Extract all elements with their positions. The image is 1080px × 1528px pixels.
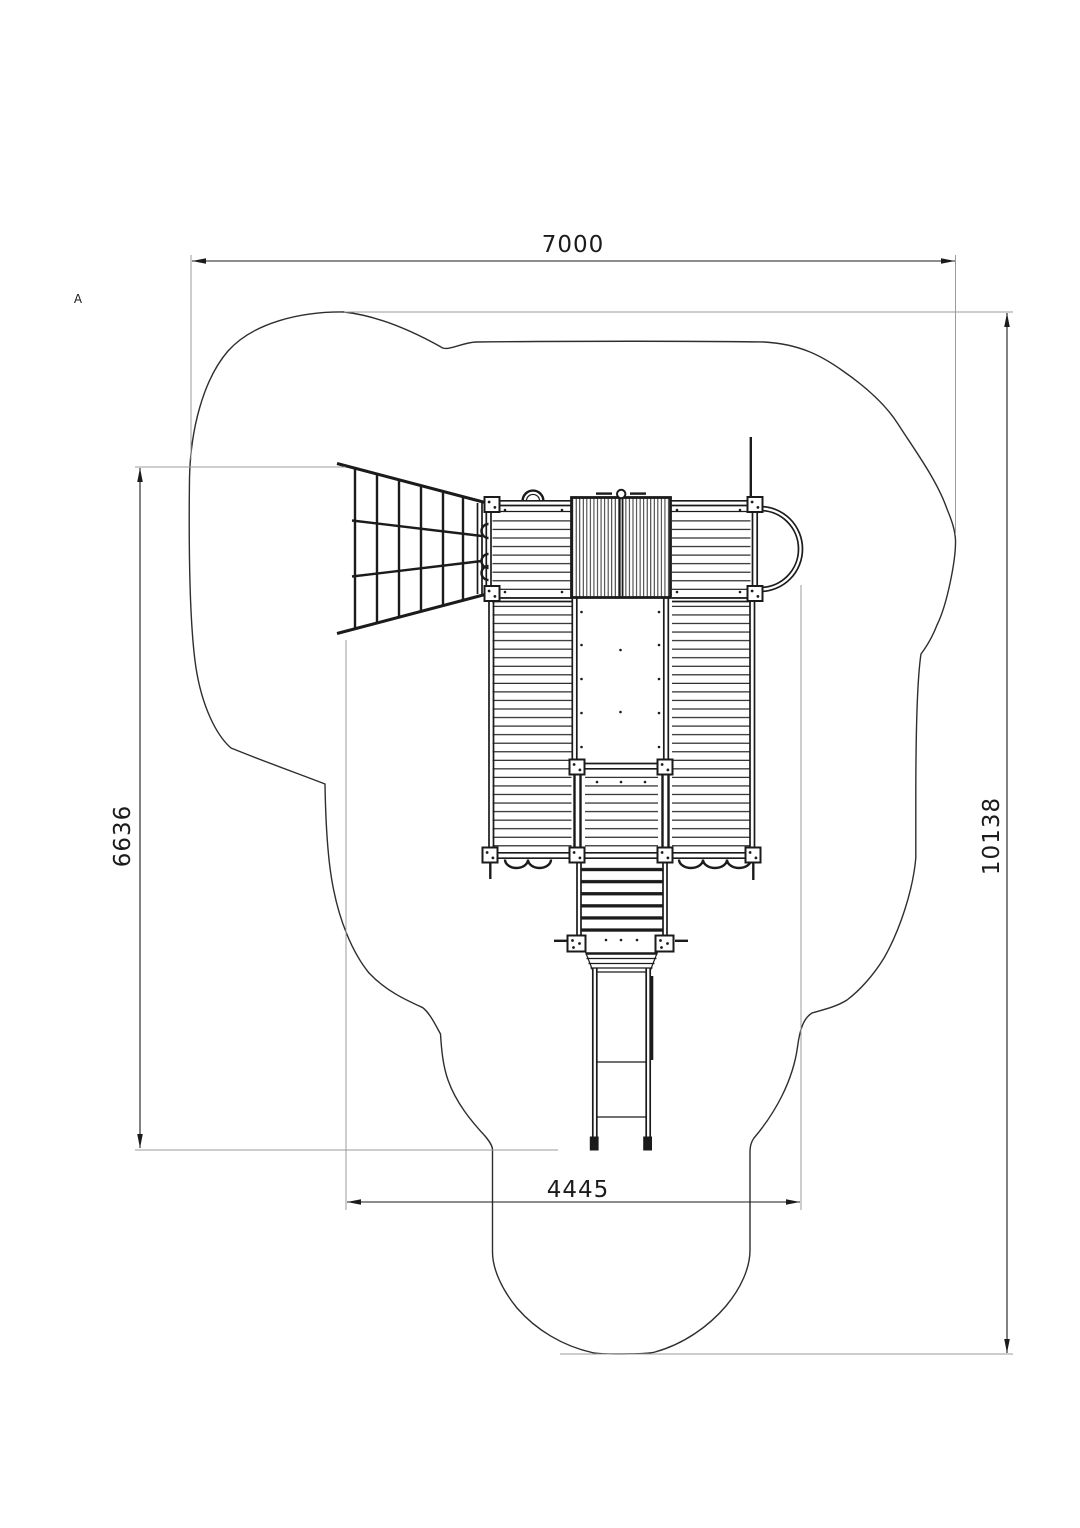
dimension-bottom-width: 4445 [345, 585, 802, 1210]
dimension-label-6636: 6636 [110, 805, 136, 868]
dimension-overall-height: 10138 [344, 311, 1013, 1355]
slide-end-cap [643, 1136, 652, 1151]
arrowhead [192, 258, 206, 264]
bridge-deck [585, 776, 658, 848]
climbing-arch [759, 505, 804, 593]
bolt-dots [503, 508, 742, 942]
arrowhead [137, 1134, 143, 1148]
arrowhead [1004, 1339, 1010, 1353]
slide [584, 951, 659, 1151]
scallops-right [677, 859, 753, 870]
arrowhead [137, 468, 143, 482]
access-ladder [554, 863, 688, 942]
arrowhead [941, 258, 955, 264]
roof-finial [616, 488, 627, 500]
striped-roof [570, 488, 672, 599]
dimension-label-10138: 10138 [979, 797, 1005, 875]
dimension-label-7000: 7000 [542, 232, 605, 258]
dimension-label-4445: 4445 [547, 1177, 610, 1203]
view-label: A [74, 292, 83, 306]
steering-wheel [521, 489, 545, 502]
scallops-left [503, 859, 553, 870]
arrowhead [786, 1199, 800, 1205]
deck-planks-left [492, 516, 572, 848]
net-hook [480, 522, 489, 540]
playground-structure [336, 437, 804, 1151]
deck-planks-right [672, 516, 751, 848]
arrowhead [1004, 313, 1010, 327]
arrowhead [347, 1199, 361, 1205]
safety-zone-outline [188, 311, 957, 1355]
slide-end-cap [589, 1136, 599, 1151]
climbing-net [336, 462, 489, 635]
dimension-overall-width: 7000 [190, 232, 956, 535]
